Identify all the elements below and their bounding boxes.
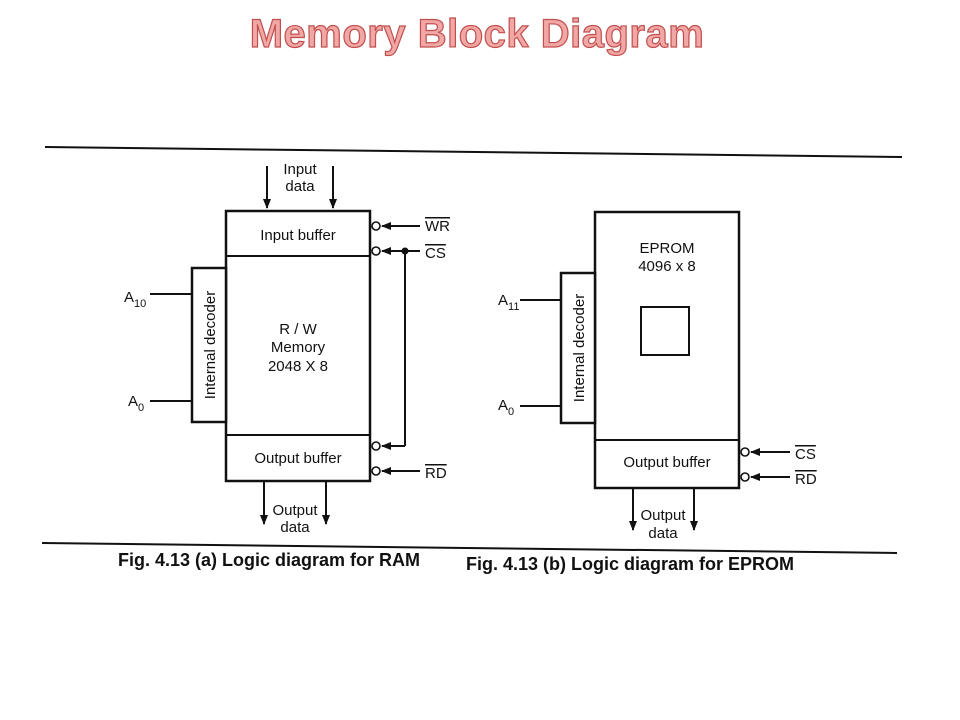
ram-caption: Fig. 4.13 (a) Logic diagram for RAM — [118, 550, 420, 570]
ram-output-buffer-label: Output buffer — [254, 450, 341, 467]
eprom-output-buffer-label: Output buffer — [623, 454, 710, 471]
ram-wr-label: WR — [425, 218, 450, 235]
top-rule — [44, 146, 903, 158]
eprom-decoder-label: Internal decoder — [571, 294, 588, 402]
eprom-a11-label: A11 — [498, 292, 519, 313]
eprom-rd-bubble — [740, 472, 750, 482]
ram-memory-label-2: Memory — [271, 339, 326, 356]
eprom-cs-bubble — [740, 447, 750, 457]
ram-cs-bubble-bottom — [371, 441, 381, 451]
ram-wr-bubble — [371, 221, 381, 231]
ram-input-buffer-label: Input buffer — [260, 227, 336, 244]
ram-output-label-2: data — [280, 519, 310, 536]
eprom-caption: Fig. 4.13 (b) Logic diagram for EPROM — [466, 554, 794, 574]
ram-input-label-2: data — [285, 178, 315, 195]
ram-rd-bubble — [371, 466, 381, 476]
ram-a10-label: A10 — [124, 289, 146, 310]
ram-decoder-block — [190, 266, 228, 424]
eprom-rd-label: RD — [795, 471, 817, 488]
eprom-decoder-block — [559, 271, 597, 425]
eprom-cs-label: CS — [795, 446, 816, 463]
ram-input-label-1: Input — [283, 161, 317, 178]
ram-cs-label: CS — [425, 245, 446, 262]
ram-a0-label: A0 — [128, 393, 144, 414]
ram-memory-label-1: R / W — [279, 321, 317, 338]
eprom-output-label-2: data — [648, 525, 678, 542]
ram-decoder-label: Internal decoder — [202, 291, 219, 399]
ram-memory-label-3: 2048 X 8 — [268, 358, 328, 375]
eprom-output-label-1: Output — [640, 507, 686, 524]
ram-cs-bubble-top — [371, 246, 381, 256]
eprom-diagram: EPROM 4096 x 8 Output buffer Internal de… — [466, 210, 817, 574]
eprom-memory-label-1: EPROM — [639, 240, 694, 257]
eprom-memory-label-2: 4096 x 8 — [638, 258, 696, 275]
slide-title: Memory Block Diagram — [249, 11, 705, 56]
eprom-a0-label: A0 — [498, 397, 514, 418]
ram-diagram: Input data Input buffer R / W Memory 204… — [118, 161, 450, 570]
ram-output-label-1: Output — [272, 502, 318, 519]
bottom-rule — [41, 542, 898, 554]
eprom-window — [640, 306, 690, 356]
ram-rd-label: RD — [425, 465, 447, 482]
